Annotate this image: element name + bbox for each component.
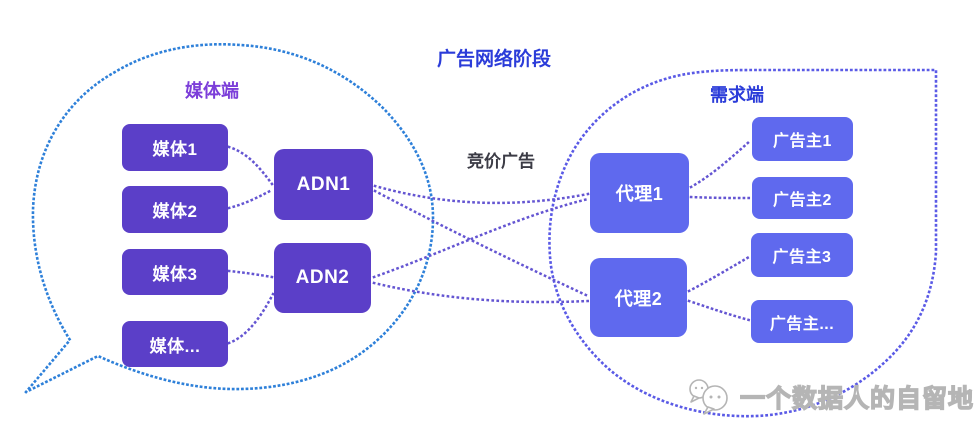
node-media-more: 媒体... bbox=[122, 321, 228, 367]
edge-agent1-adv2 bbox=[689, 195, 752, 200]
media-side-title: 媒体端 bbox=[185, 81, 239, 101]
demand-bubble-outline bbox=[548, 68, 938, 418]
bidding-ads-label: 竞价广告 bbox=[467, 152, 535, 171]
edge-agent2-advN bbox=[687, 299, 751, 322]
node-agent-2: 代理2 bbox=[590, 258, 687, 337]
node-advertiser-2: 广告主2 bbox=[752, 177, 853, 219]
edge-media1-adn1 bbox=[227, 145, 274, 186]
edge-mediaN-adn2 bbox=[227, 292, 275, 345]
node-advertiser-1: 广告主1 bbox=[752, 117, 853, 161]
node-advertiser-3: 广告主3 bbox=[751, 233, 853, 277]
adn-to-agent-edges bbox=[372, 184, 590, 304]
node-adn-1: ADN1 bbox=[274, 149, 373, 220]
demand-side-title: 需求端 bbox=[710, 85, 764, 105]
watermark-text: 一个数据人的自留地 bbox=[739, 384, 975, 413]
node-advertiser-more: 广告主... bbox=[751, 300, 853, 343]
node-media-2: 媒体2 bbox=[122, 186, 228, 233]
node-adn-2: ADN2 bbox=[274, 243, 371, 313]
agent-to-advertiser-edges bbox=[687, 139, 752, 322]
edge-agent1-adv1 bbox=[689, 139, 752, 189]
diagram-title: 广告网络阶段 bbox=[437, 49, 552, 70]
watermark: 一个数据人的自留地 bbox=[684, 376, 974, 418]
edge-adn2-agent1 bbox=[372, 197, 590, 279]
media-to-adn-edges bbox=[227, 145, 275, 345]
edge-media2-adn1 bbox=[227, 188, 274, 210]
edge-adn1-agent1 bbox=[373, 184, 590, 205]
chat-bubbles-logo-icon bbox=[689, 379, 728, 415]
node-agent-1: 代理1 bbox=[590, 153, 689, 233]
edge-adn1-agent2 bbox=[373, 189, 590, 298]
node-media-3: 媒体3 bbox=[122, 249, 228, 295]
node-media-1: 媒体1 bbox=[122, 124, 228, 171]
edge-adn2-agent2 bbox=[372, 281, 590, 304]
edge-media3-adn2 bbox=[227, 269, 274, 279]
media-bubble-outline bbox=[25, 42, 435, 394]
edge-agent2-adv3 bbox=[687, 255, 751, 293]
